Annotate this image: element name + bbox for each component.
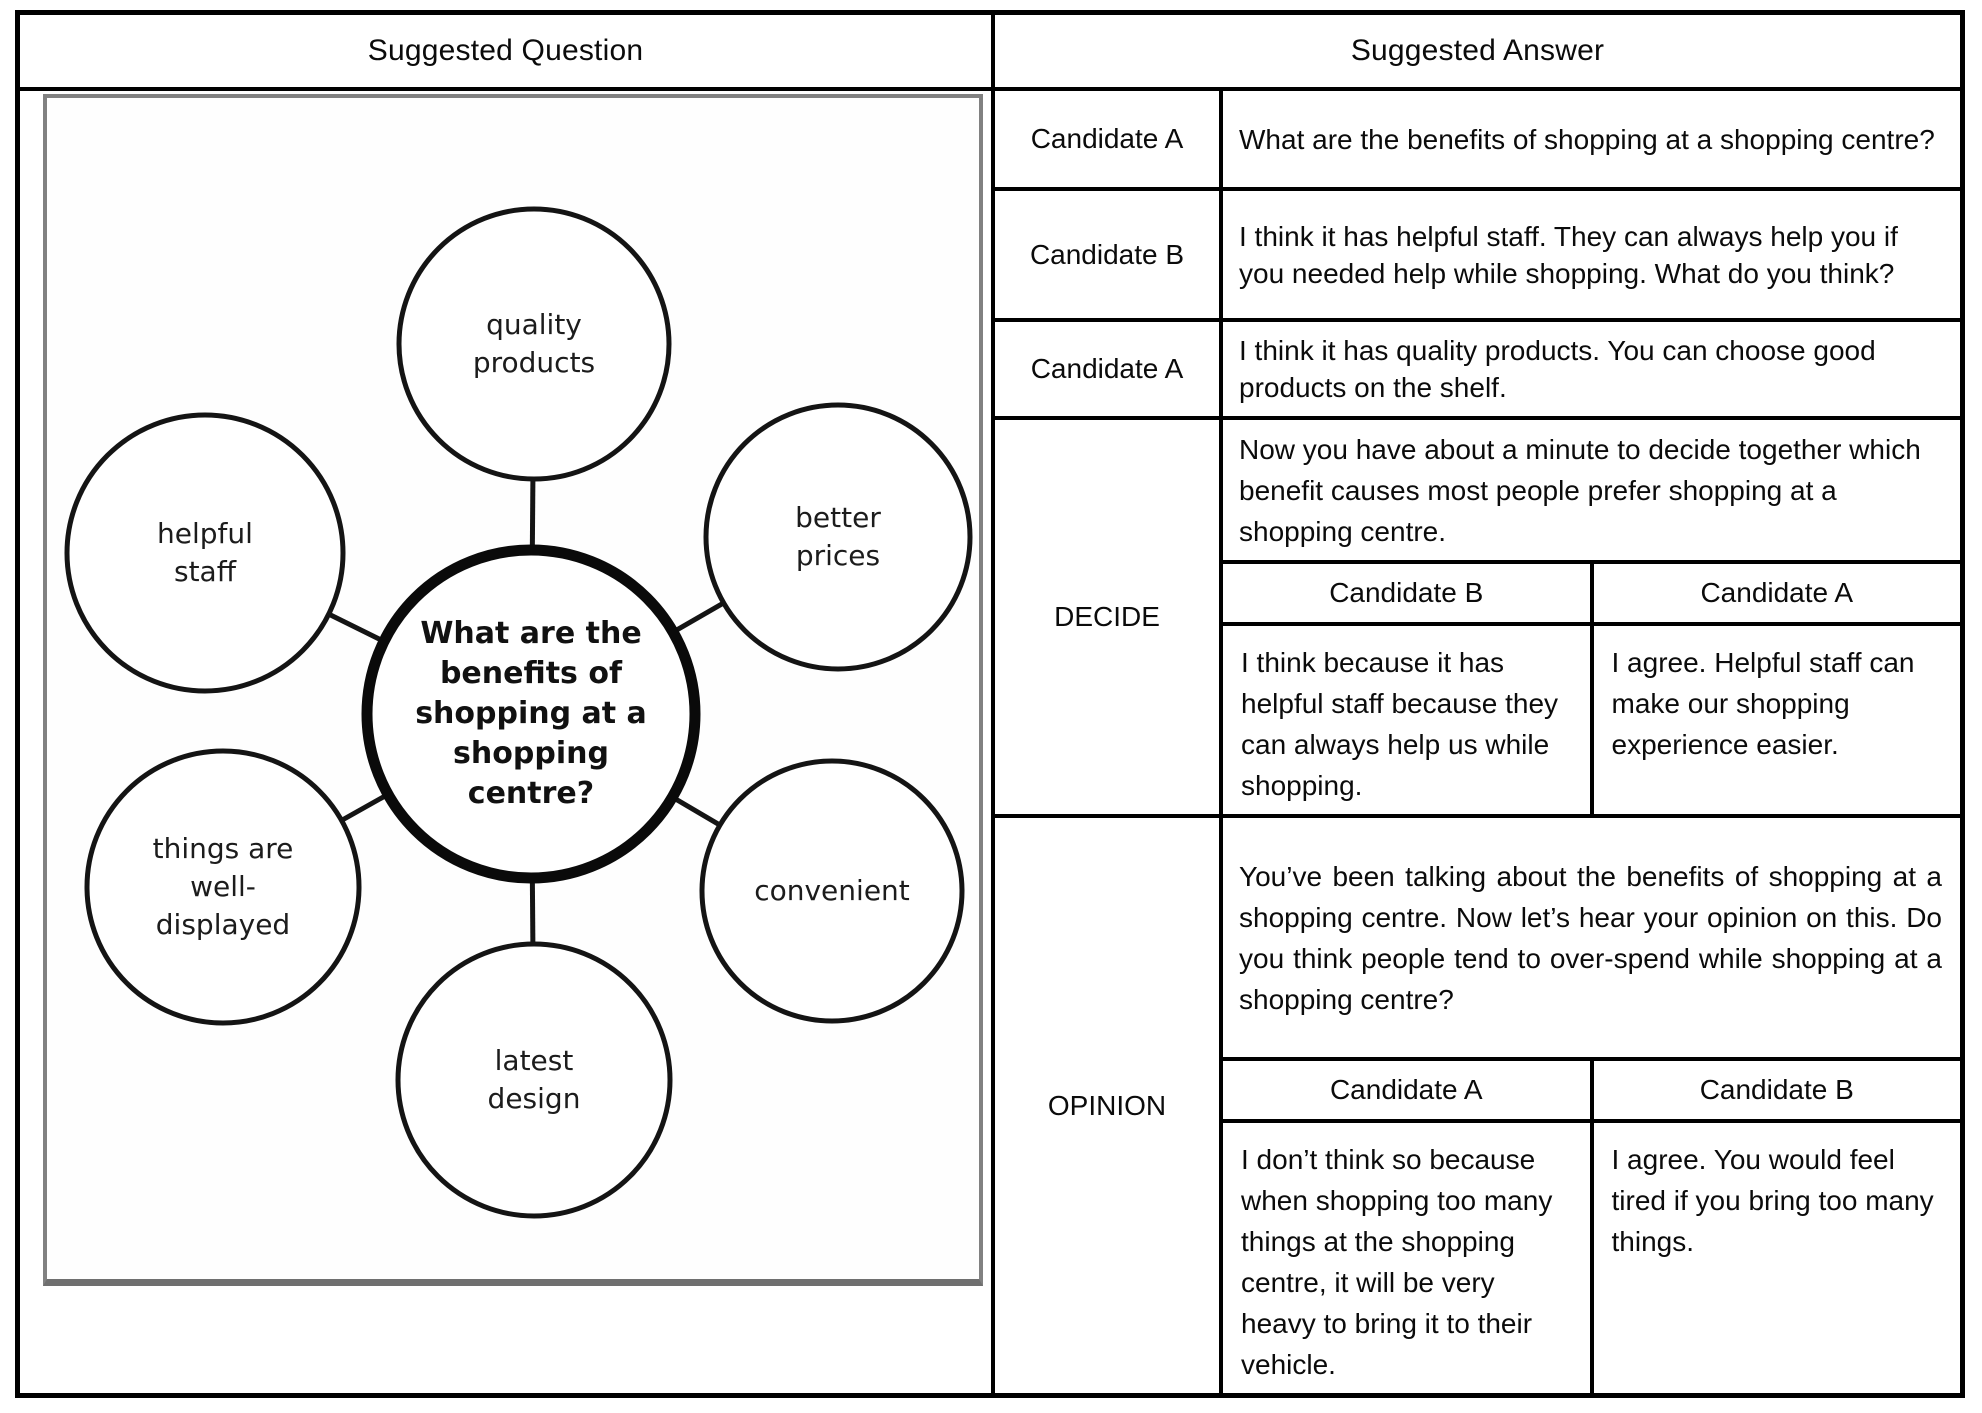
speaker-label: Candidate A — [995, 322, 1223, 416]
opinion-subheader-row: Candidate A Candidate B — [1223, 1061, 1960, 1123]
answer-cell: Candidate A What are the benefits of sho… — [995, 91, 1960, 1393]
decide-intro: Now you have about a minute to decide to… — [1223, 420, 1960, 564]
speaker-text: I think it has helpful staff. They can a… — [1239, 220, 1898, 289]
decide-col1-header: Candidate B — [1223, 564, 1594, 622]
header-suggested-question: Suggested Question — [20, 15, 995, 87]
dialogue-row-3: Candidate A I think it has quality produ… — [995, 322, 1960, 420]
node-circle-things-well-displayed — [84, 748, 362, 1026]
node-circle-better-prices — [703, 402, 973, 672]
speaker-label: Candidate A — [995, 91, 1223, 188]
speaker-label: Candidate B — [995, 191, 1223, 319]
satellite-circles — [64, 206, 973, 1219]
main-table: Suggested Question Suggested Answer — [15, 10, 1965, 1398]
decide-subbody-row: I think because it has helpful staff bec… — [1223, 626, 1960, 814]
decide-label: DECIDE — [995, 420, 1223, 814]
decide-col1-text: I think because it has helpful staff bec… — [1223, 626, 1594, 814]
opinion-col1-text: I don’t think so because when shopping t… — [1223, 1123, 1594, 1393]
table-body: quality products better prices helpful s… — [20, 91, 1960, 1393]
center-question-label: What are the benefits of shopping at a s… — [415, 616, 647, 811]
decide-section: DECIDE Now you have about a minute to de… — [995, 420, 1960, 818]
node-label-things-well-displayed: things are well- displayed — [152, 832, 294, 941]
opinion-col1-header: Candidate A — [1223, 1061, 1594, 1119]
node-circle-convenient — [699, 758, 965, 1024]
decide-subheader-row: Candidate B Candidate A — [1223, 564, 1960, 626]
mindmap-image: quality products better prices helpful s… — [43, 94, 983, 1286]
opinion-section: OPINION You’ve been talking about the be… — [995, 818, 1960, 1393]
node-circle-helpful-staff — [64, 412, 346, 694]
node-label-latest-design: latest design — [487, 1044, 581, 1115]
table-header-row: Suggested Question Suggested Answer — [20, 15, 1960, 91]
node-label-quality-products: quality products — [472, 308, 596, 379]
dialogue-row-2: Candidate B I think it has helpful staff… — [995, 191, 1960, 323]
decide-content: Now you have about a minute to decide to… — [1223, 420, 1960, 814]
opinion-col2-header: Candidate B — [1699, 1074, 1854, 1105]
node-circle-quality-products — [396, 206, 672, 482]
node-label-better-prices: better prices — [795, 501, 881, 572]
opinion-label: OPINION — [995, 818, 1223, 1393]
opinion-subbody-row: I don’t think so because when shopping t… — [1223, 1123, 1960, 1393]
node-label-helpful-staff: helpful staff — [157, 517, 253, 588]
node-circle-latest-design — [395, 941, 673, 1219]
node-label-convenient: convenient — [754, 874, 910, 907]
opinion-intro: You’ve been talking about the benefits o… — [1223, 818, 1960, 1061]
mindmap-svg — [64, 206, 973, 1219]
dialogue-row-1: Candidate A What are the benefits of sho… — [995, 91, 1960, 192]
speaker-text: I think it has quality products. You can… — [1239, 335, 1876, 404]
question-cell: quality products better prices helpful s… — [20, 91, 995, 1393]
decide-col2-header: Candidate A — [1700, 577, 1854, 608]
opinion-col2-text: I agree. You would feel tired if you bri… — [1611, 1144, 1934, 1257]
opinion-content: You’ve been talking about the benefits o… — [1223, 818, 1960, 1393]
center-question-circle — [361, 544, 701, 884]
decide-col2-text: I agree. Helpful staff can make our shop… — [1611, 647, 1915, 760]
header-suggested-answer: Suggested Answer — [1350, 34, 1605, 67]
speaker-text: What are the benefits of shopping at a s… — [1239, 123, 1935, 155]
